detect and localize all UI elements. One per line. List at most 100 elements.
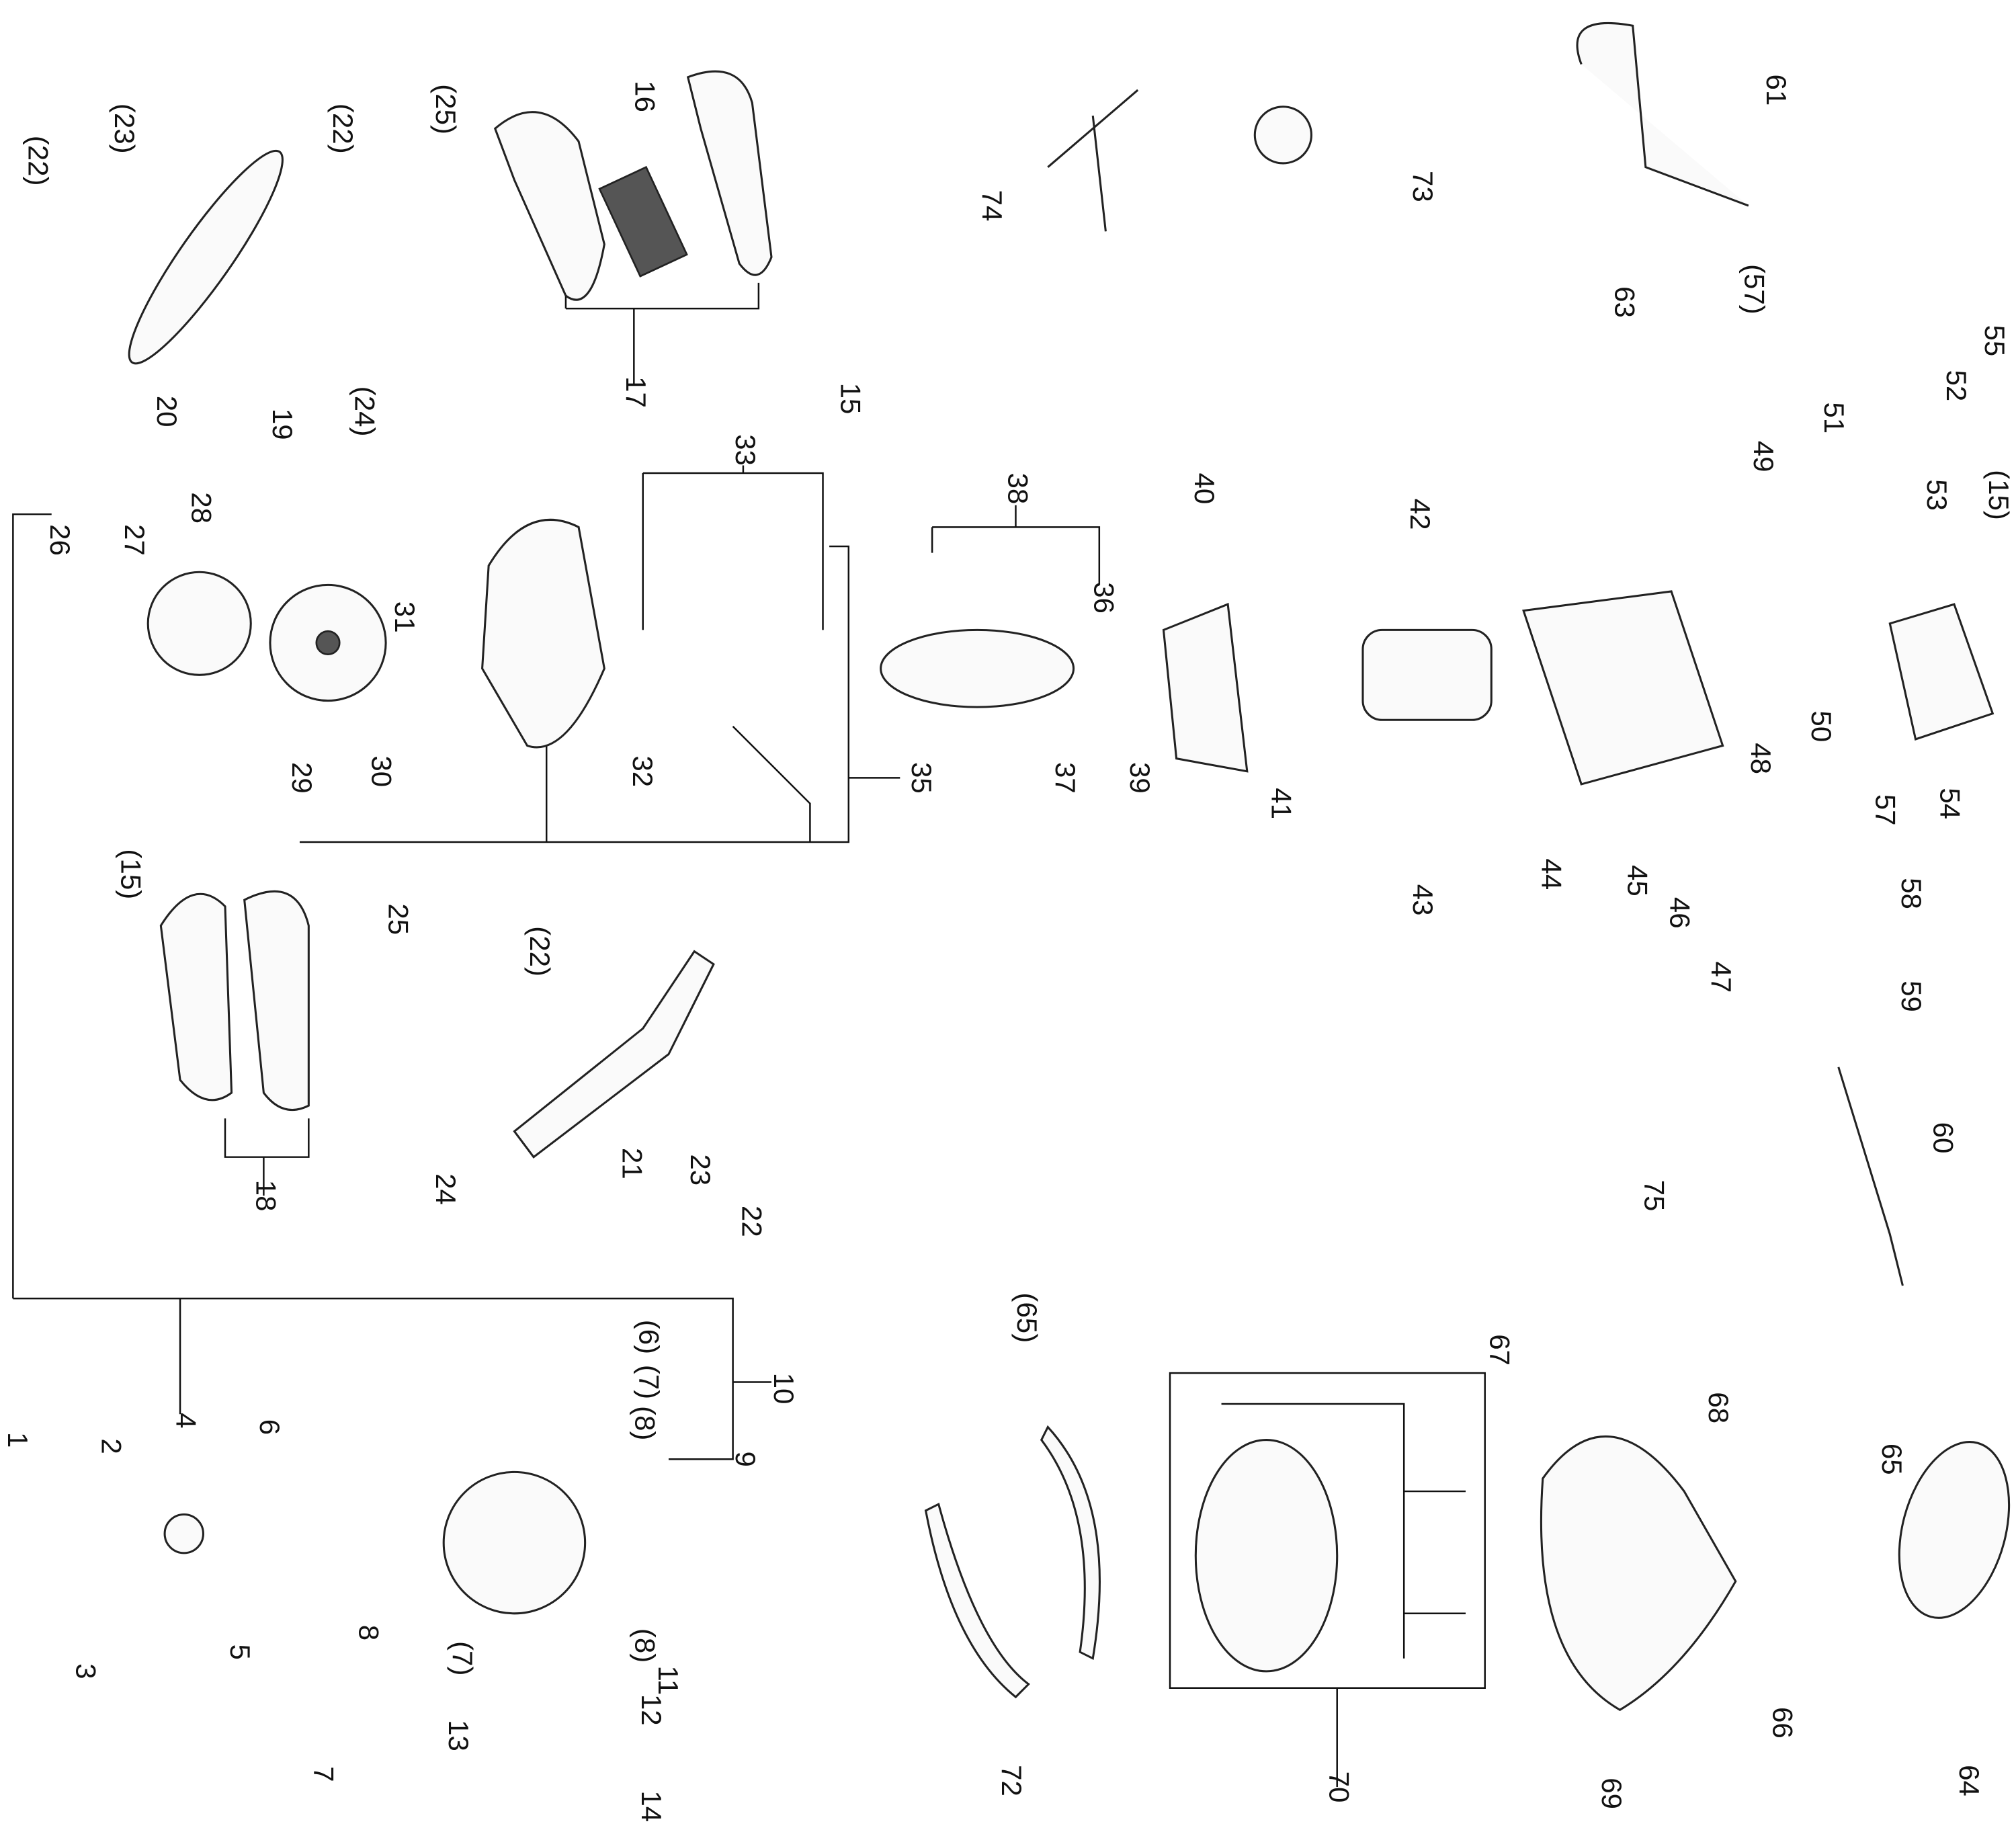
part-label: 16 xyxy=(630,81,661,112)
part-shaft-20 xyxy=(128,149,284,365)
part-ring-64 xyxy=(1898,1441,2011,1619)
part-label: 17 xyxy=(620,376,652,408)
part-guard-65 xyxy=(1040,1425,1101,1661)
part-label: 13 xyxy=(443,1720,474,1751)
part-knob-73 xyxy=(1253,106,1312,165)
part-motor-housing-44 xyxy=(1522,590,1724,786)
bracket-10 xyxy=(12,513,772,1460)
parts-drawing xyxy=(12,22,2011,1788)
part-handle-18 xyxy=(159,892,233,1101)
part-label: 72 xyxy=(996,1765,1027,1796)
part-label: 23 xyxy=(685,1154,716,1185)
bracket-33 xyxy=(642,465,824,630)
part-label: (22) xyxy=(524,926,556,976)
part-label: 61 xyxy=(1761,75,1792,106)
part-endcap-54 xyxy=(1888,603,1994,741)
part-label: 37 xyxy=(1050,762,1081,794)
part-label: (23) xyxy=(109,103,140,154)
part-label: 63 xyxy=(1609,286,1640,318)
part-label: 15 xyxy=(835,383,867,415)
part-baffle-40 xyxy=(1162,602,1249,773)
part-label: 5 xyxy=(224,1644,256,1659)
part-label: 53 xyxy=(1921,479,1953,511)
part-label: 36 xyxy=(1089,582,1120,614)
part-label: 9 xyxy=(730,1452,761,1467)
part-label: 19 xyxy=(267,409,298,440)
part-label: 75 xyxy=(1638,1180,1670,1212)
part-label: 45 xyxy=(1622,865,1653,897)
part-housing-17 xyxy=(493,111,605,301)
part-label: 12 xyxy=(636,1694,667,1726)
part-handle-17b xyxy=(686,70,773,276)
part-label: 2 xyxy=(96,1438,128,1454)
part-label: 10 xyxy=(768,1373,800,1405)
part-label: 32 xyxy=(627,755,659,787)
part-label: (15) xyxy=(1983,470,2015,520)
part-label: 28 xyxy=(186,492,218,524)
part-label: 21 xyxy=(616,1148,648,1179)
part-label: 46 xyxy=(1665,897,1696,929)
part-bearing-4 xyxy=(163,1513,205,1554)
part-label: 42 xyxy=(1404,499,1436,530)
part-ring-70 xyxy=(1194,1439,1339,1673)
part-label: 3 xyxy=(70,1663,101,1679)
part-label: 25 xyxy=(382,903,414,935)
part-label: 30 xyxy=(366,755,397,787)
part-label: (65) xyxy=(1011,1292,1043,1343)
part-label: (6) xyxy=(633,1320,665,1354)
part-label: 8 xyxy=(353,1625,384,1640)
part-label: 47 xyxy=(1706,961,1737,993)
part-label: 67 xyxy=(1484,1334,1516,1366)
part-label: 70 xyxy=(1324,1772,1355,1803)
part-label: 6 xyxy=(254,1419,286,1435)
part-label: 27 xyxy=(119,524,151,556)
part-disc-hub-29 xyxy=(315,630,341,656)
part-label: 65 xyxy=(1876,1444,1908,1475)
part-label: 74 xyxy=(976,190,1008,222)
part-label: 54 xyxy=(1934,788,1966,819)
part-label: (8) xyxy=(630,1628,661,1663)
part-label: 73 xyxy=(1407,171,1439,202)
part-label: 18 xyxy=(250,1180,282,1212)
part-label: 24 xyxy=(430,1173,462,1205)
part-label: 51 xyxy=(1818,402,1850,433)
part-handle-18b xyxy=(243,890,310,1112)
part-switch-16 xyxy=(598,165,688,278)
part-label: (7) xyxy=(447,1641,478,1675)
part-blower-69 xyxy=(1540,1435,1737,1712)
part-label: (25) xyxy=(430,84,462,134)
part-label: 14 xyxy=(636,1790,667,1822)
part-label: 11 xyxy=(653,1665,684,1695)
part-label: 20 xyxy=(151,396,183,427)
part-label: 49 xyxy=(1748,441,1779,472)
part-label: (8) xyxy=(630,1406,661,1440)
box-70 xyxy=(1169,1372,1486,1689)
part-stator-42 xyxy=(1361,628,1493,721)
part-label: 69 xyxy=(1596,1778,1628,1809)
part-bar-21 xyxy=(513,950,715,1159)
bracket-18 xyxy=(224,1118,310,1196)
part-label: (24) xyxy=(349,386,381,437)
part-label: 35 xyxy=(906,762,937,794)
part-label: (7) xyxy=(633,1365,665,1399)
part-gearbox-9 xyxy=(442,1470,587,1615)
part-label: 38 xyxy=(1002,473,1034,505)
part-label: 22 xyxy=(736,1206,767,1237)
part-label: 1 xyxy=(2,1432,34,1448)
part-label: 7 xyxy=(308,1766,339,1782)
part-label: 29 xyxy=(286,762,318,794)
part-cable-60 xyxy=(1837,1067,1904,1286)
part-label: 39 xyxy=(1124,762,1156,794)
part-armature-38 xyxy=(880,628,1075,708)
part-label: 52 xyxy=(1941,370,1972,401)
part-wrench-74 xyxy=(1047,89,1139,232)
part-label: 66 xyxy=(1767,1707,1799,1739)
part-label: 40 xyxy=(1189,473,1220,505)
part-cover-31 xyxy=(481,518,605,749)
part-label: 31 xyxy=(389,601,421,633)
part-label: 55 xyxy=(1979,325,2011,357)
bracket-38 xyxy=(931,505,1101,585)
leader-70 xyxy=(1221,1403,1466,1788)
